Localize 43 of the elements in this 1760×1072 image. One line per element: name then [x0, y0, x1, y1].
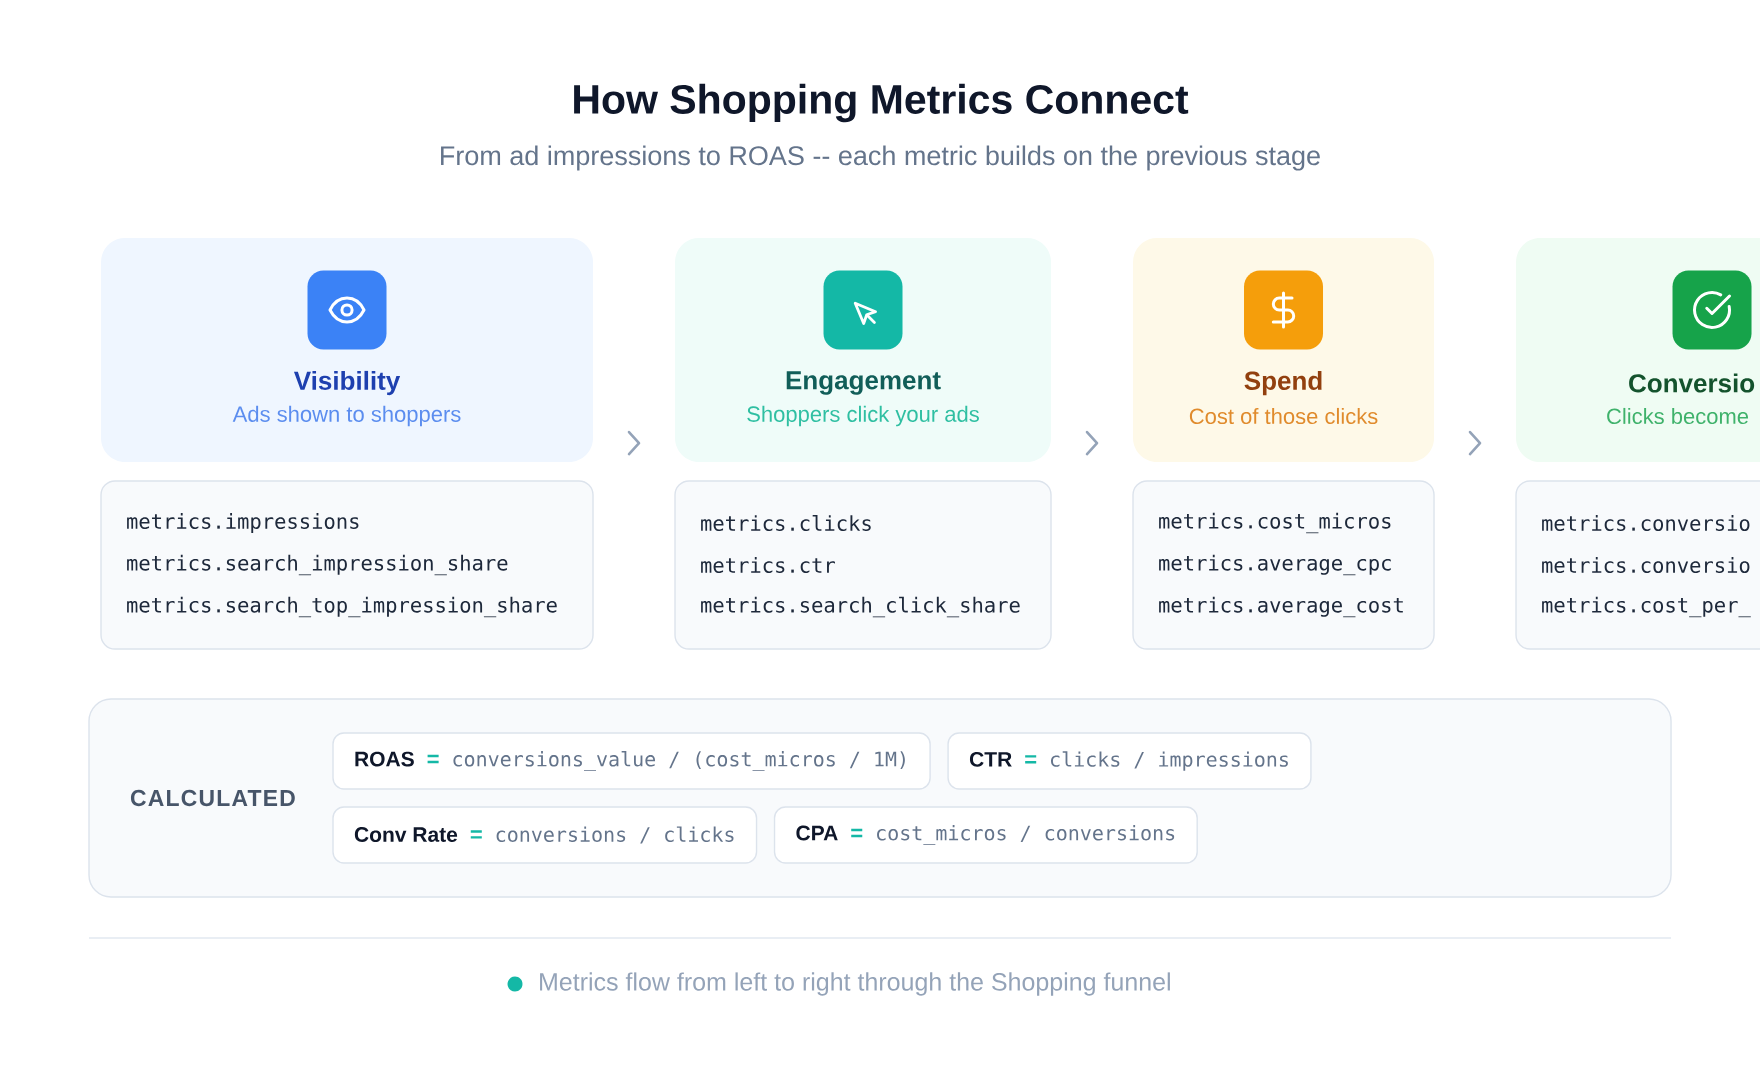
- formula-expression: conversions_value / (cost_micros / 1M): [453, 751, 905, 772]
- field-name: metrics.ctr: [701, 557, 835, 573]
- stage-subtitle: Cost of those clicks: [1189, 407, 1378, 425]
- formula-expression: conversions / clicks: [496, 826, 734, 844]
- formula-chip: [332, 806, 758, 864]
- section-label: CALCULATED: [130, 789, 295, 807]
- field-name: metrics.search_top_impression_share: [127, 596, 557, 618]
- formula-chip: [773, 806, 1198, 864]
- stage-title: Engagement: [786, 371, 941, 395]
- formula-name: CPA: [796, 825, 838, 841]
- chevron-arrow: [1468, 430, 1482, 456]
- formula-expression: clicks / impressions: [1051, 751, 1288, 771]
- field-name: metrics.cost_micros: [1159, 512, 1391, 534]
- equals-sign: =: [427, 754, 439, 764]
- field-name: metrics.cost_per_: [1542, 596, 1751, 618]
- formula-expression: cost_micros / conversions: [877, 825, 1175, 845]
- chevron-arrow: [627, 430, 641, 456]
- field-name: metrics.conversio: [1542, 515, 1750, 531]
- formula-chip: [332, 732, 931, 790]
- title: How Shopping Metrics Connect: [574, 83, 1189, 123]
- field-name: metrics.average_cpc: [1159, 554, 1391, 576]
- stage-title: Conversio: [1629, 373, 1755, 393]
- stage-title: Spend: [1244, 370, 1322, 396]
- formula-name: CTR: [969, 751, 1012, 767]
- stage-subtitle: Ads shown to shoppers: [232, 405, 461, 427]
- field-name: metrics.impressions: [127, 513, 359, 533]
- equals-sign: =: [1025, 755, 1037, 764]
- field-name: metrics.search_click_share: [701, 596, 1020, 618]
- field-name: metrics.average_cost: [1159, 596, 1403, 618]
- formula-chip: [947, 732, 1312, 790]
- subtitle: From ad impressions to ROAS -- each metric builds on the previous stage: [441, 145, 1320, 171]
- formula-name: Conv Rate: [354, 827, 458, 842]
- stage-subtitle: Clicks become: [1607, 407, 1749, 425]
- stage-title: Visibility: [293, 370, 401, 396]
- footer-note: Metrics flow from left to right through the Shopping funnel: [540, 972, 1170, 996]
- stage-subtitle: Shoppers click your ads: [747, 405, 979, 427]
- field-name: metrics.conversio: [1542, 557, 1750, 573]
- field-name: metrics.search_impression_share: [127, 554, 508, 576]
- equals-sign: =: [470, 830, 482, 839]
- formula-name: ROAS: [355, 751, 414, 767]
- chevron-arrow: [1085, 430, 1099, 456]
- equals-sign: =: [851, 828, 863, 838]
- field-name: metrics.clicks: [701, 515, 871, 531]
